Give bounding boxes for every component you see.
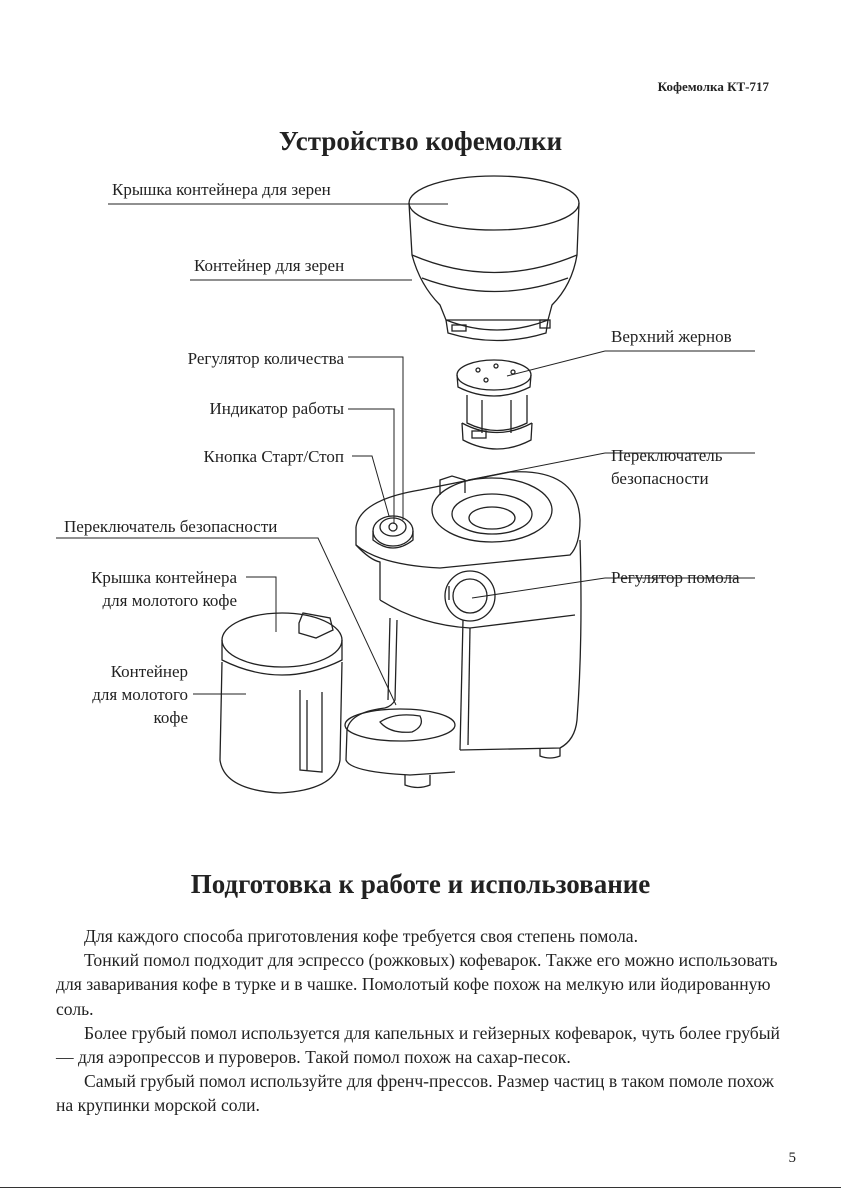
control-dials-illustration [372, 515, 496, 622]
bottom-rule [0, 1187, 841, 1188]
label-safety-switch-right-line1: Переключатель [611, 446, 723, 465]
document-header: Кофемолка КТ-717 [657, 79, 769, 94]
label-safety-switch-right-line2: безопасности [611, 469, 709, 488]
label-bean-container: Контейнер для зерен [194, 256, 345, 275]
section-title-usage: Подготовка к работе и использование [190, 869, 651, 899]
label-ground-coffee-lid-line1: Крышка контейнера [91, 568, 237, 587]
label-ground-coffee-container-line2: для молотого [92, 685, 188, 704]
ground-coffee-container-illustration [219, 612, 343, 794]
section-title-device: Устройство кофемолки [278, 126, 563, 156]
paragraph: Более грубый помол используется для капе… [56, 1022, 780, 1068]
label-upper-burr: Верхний жернов [611, 327, 732, 346]
label-start-stop-button: Кнопка Старт/Стоп [203, 447, 344, 466]
upper-burr-illustration [456, 359, 533, 450]
label-bean-container-lid: Крышка контейнера для зерен [112, 180, 331, 199]
coffee-grinder-diagram [56, 175, 755, 794]
usage-body-text: Для каждого способа приготовления кофе т… [56, 924, 786, 1118]
label-safety-switch-right: Переключатель безопасности [611, 444, 723, 490]
leader-lines [56, 203, 755, 706]
label-safety-switch-left: Переключатель безопасности [64, 517, 278, 536]
label-ground-coffee-lid-line2: для молотого кофе [102, 591, 237, 610]
paragraph: Тонкий помол подходит для эспрессо (рожк… [56, 950, 778, 1019]
label-ground-coffee-lid: Крышка контейнера для молотого кофе [91, 566, 237, 612]
paragraph: Для каждого способа приготовления кофе т… [84, 926, 638, 946]
label-grind-regulator: Регулятор помола [611, 568, 740, 587]
page-number: 5 [788, 1150, 797, 1166]
label-work-indicator: Индикатор работы [209, 399, 344, 418]
paragraph: Самый грубый помол используйте для френч… [56, 1071, 774, 1116]
label-ground-coffee-container-line3: кофе [153, 708, 188, 727]
label-ground-coffee-container-line1: Контейнер [110, 662, 188, 681]
label-quantity-regulator: Регулятор количества [187, 349, 344, 368]
bean-container-illustration [408, 175, 580, 342]
label-ground-coffee-container: Контейнер для молотого кофе [92, 660, 188, 729]
